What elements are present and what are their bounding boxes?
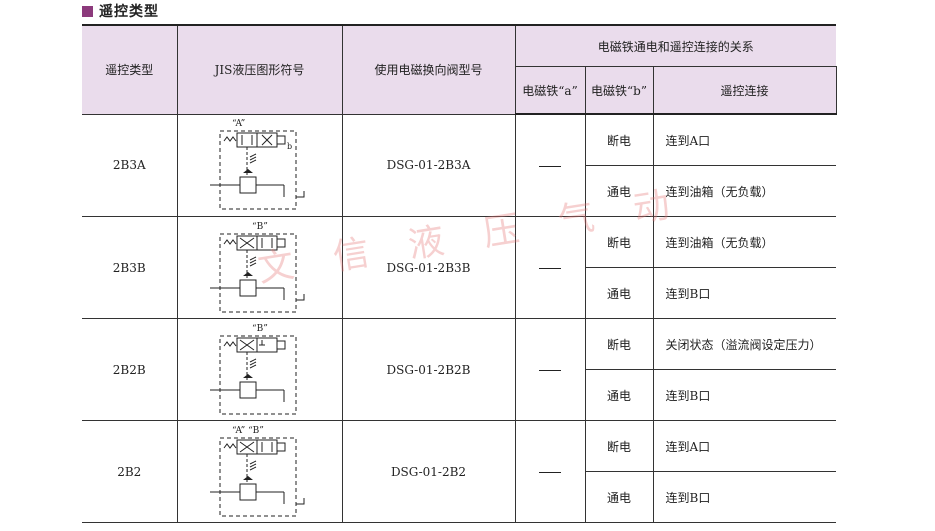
type-cell: 2B2B [82,318,178,421]
jis-symbol-cell: “B” [176,216,343,319]
port-label: “B” [252,323,268,334]
dash-mark [539,471,561,473]
solenoid-b-cell: 通电 [585,471,654,523]
solenoid-b-cell: 通电 [585,165,654,217]
solenoid-b-cell: 断电 [584,318,654,370]
connection-cell: 连到油箱（无负载） [652,216,837,268]
solenoid-a-cell [514,114,586,217]
dash-mark [539,369,561,371]
dash-mark [539,267,561,269]
table-row: 2B2B “B” [82,318,837,421]
valve-symbol-icon: “B” [209,221,304,312]
connection-cell: 关闭状态（溢流阀设定压力） [652,318,837,370]
port-label: “A” [232,118,245,129]
valve-symbol-icon: “A” “B” [209,425,304,516]
header-solenoid-b: 电磁铁“b” [584,66,654,115]
table-row: 通电 连到B口 [82,471,837,523]
table-row: 通电 连到B口 [82,267,837,319]
header-connection: 遥控连接 [652,66,837,115]
valve-symbol-icon: “B” [209,323,296,414]
solenoid-b-cell: 通电 [585,369,654,421]
solenoid-b-cell: 断电 [584,114,654,166]
remote-control-type-table: 遥控类型 JIS液压图形符号 使用电磁换向阀型号 电磁铁通电和遥控连接的关系 电… [82,24,837,523]
connection-cell: 连到油箱（无负载） [652,165,837,217]
connection-cell: 连到B口 [652,471,837,523]
table-row: 通电 连到B口 [82,369,837,421]
connection-cell: 连到A口 [652,420,837,472]
table-row: 通电 连到油箱（无负载） [82,165,837,217]
solenoid-a-cell [514,420,586,523]
connection-cell: 连到B口 [652,267,837,319]
solenoid-b-cell: 通电 [585,267,654,319]
type-cell: 2B2 [82,420,178,523]
valve-symbol-icon: “A” b [209,118,304,210]
header-symbol: JIS液压图形符号 [176,24,343,115]
model-cell: DSG-01-2B2 [341,420,516,523]
table-row: 2B3A “A” b [82,114,837,217]
jis-symbol-cell: “A” “B” [176,420,343,523]
model-cell: DSG-01-2B3B [341,216,516,319]
type-cell: 2B3A [82,114,178,217]
section-heading: 遥控类型 [82,2,159,20]
solenoid-a-cell [514,216,586,319]
table-row: 2B3B “B” [82,216,837,319]
solenoid-a-cell [514,318,586,421]
port-label: “A” “B” [232,425,264,436]
model-cell: DSG-01-2B2B [341,318,516,421]
jis-symbol-cell: “B” [176,318,343,421]
solenoid-b-cell: 断电 [584,420,654,472]
connection-cell: 连到B口 [652,369,837,421]
type-cell: 2B3B [82,216,178,319]
jis-symbol-cell: “A” b [176,114,343,217]
header-model: 使用电磁换向阀型号 [341,24,516,115]
header-relation: 电磁铁通电和遥控连接的关系 [514,24,837,67]
connection-cell: 连到A口 [652,114,837,166]
model-cell: DSG-01-2B3A [341,114,516,217]
svg-text:b: b [287,142,292,151]
table-row: 2B2 “A” “B” [82,420,837,523]
header-type: 遥控类型 [82,24,178,115]
header-solenoid-a: 电磁铁“a” [515,66,586,115]
section-title: 遥控类型 [99,4,159,20]
square-bullet-icon [82,5,93,17]
port-label: “B” [252,221,268,232]
solenoid-b-cell: 断电 [584,216,654,268]
dash-mark [539,165,561,167]
